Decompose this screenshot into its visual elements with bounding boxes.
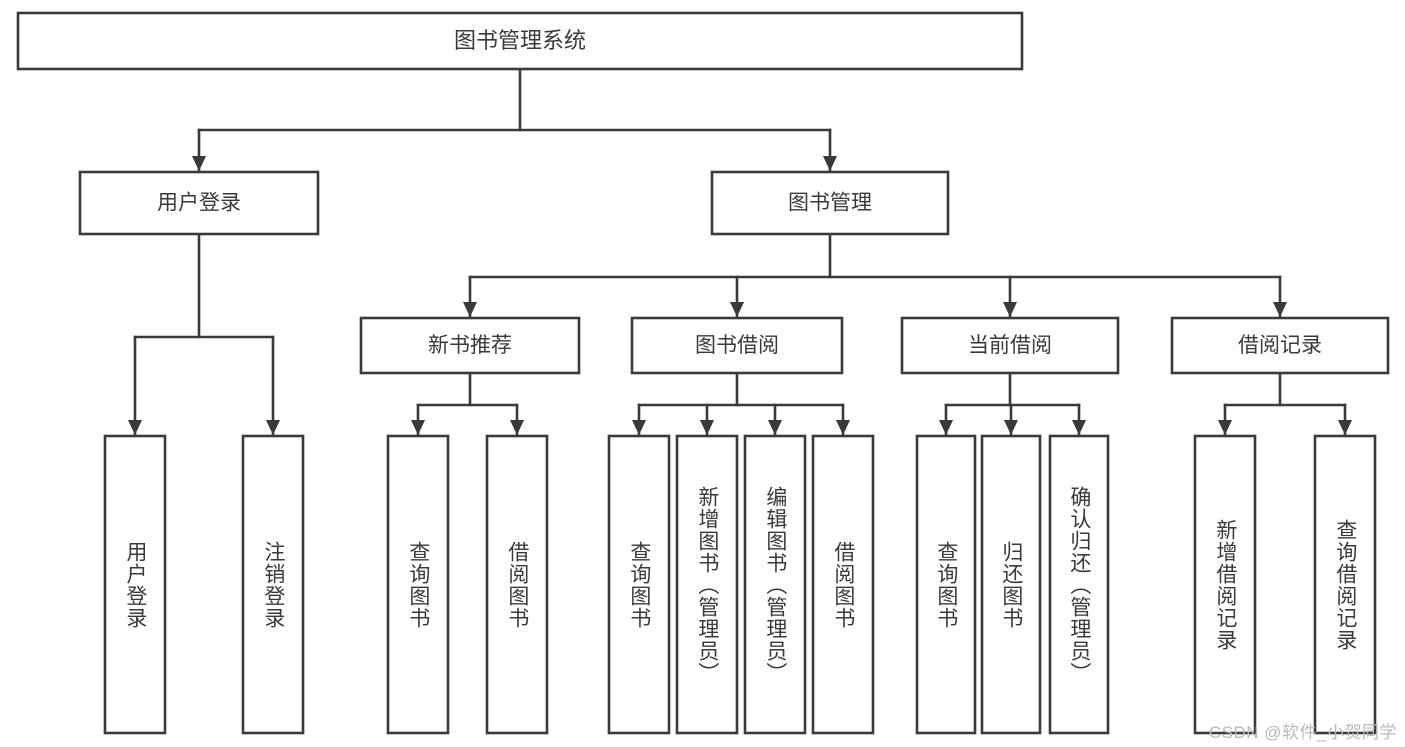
node-book-manage[interactable]: 图书管理: [710, 170, 950, 236]
node-box-leaf-query-book-3: [915, 434, 977, 735]
node-leaf-borrow-book-2[interactable]: [811, 434, 875, 735]
node-leaf-user-logout[interactable]: [241, 434, 305, 735]
node-borrow-record[interactable]: 借阅记录: [1170, 316, 1390, 375]
node-root[interactable]: 图书管理系统: [16, 11, 1024, 71]
node-book-borrow[interactable]: 图书借阅: [630, 316, 844, 375]
node-box-leaf-add-book: [675, 434, 739, 735]
node-leaf-confirm-return[interactable]: [1048, 434, 1110, 735]
node-box-leaf-user-login: [103, 434, 167, 735]
node-box-root: [16, 11, 1024, 71]
arrow-head: [411, 420, 425, 435]
node-box-book-manage: [710, 170, 950, 236]
arrow-head: [730, 302, 744, 317]
node-box-leaf-user-logout: [241, 434, 305, 735]
node-leaf-borrow-book-1[interactable]: [485, 434, 549, 735]
arrow-head: [939, 420, 953, 435]
arrow-head: [700, 420, 714, 435]
node-leaf-query-book-2[interactable]: [607, 434, 671, 735]
node-leaf-return-book[interactable]: [980, 434, 1042, 735]
watermark: CSDN @软件_小贺同学: [1208, 723, 1397, 742]
arrow-head: [1273, 302, 1287, 317]
node-box-leaf-query-book-1: [386, 434, 450, 735]
node-box-leaf-query-record: [1313, 434, 1377, 735]
node-box-leaf-confirm-return: [1048, 434, 1110, 735]
arrow-head: [1003, 302, 1017, 317]
node-box-leaf-query-book-2: [607, 434, 671, 735]
node-label-user-login: 用户登录: [157, 192, 241, 215]
arrow-head: [266, 420, 280, 435]
arrow-head: [128, 420, 142, 435]
node-box-book-borrow: [630, 316, 844, 375]
arrow-head: [192, 156, 206, 171]
arrow-head: [510, 420, 524, 435]
node-box-leaf-borrow-book-1: [485, 434, 549, 735]
node-user-login[interactable]: 用户登录: [78, 170, 320, 236]
node-leaf-add-record[interactable]: [1193, 434, 1257, 735]
node-box-new-book-recommend: [359, 316, 581, 375]
node-leaf-user-login[interactable]: [103, 434, 167, 735]
node-label-book-borrow: 图书借阅: [695, 334, 779, 357]
arrow-head: [1218, 420, 1232, 435]
node-label-root: 图书管理系统: [454, 28, 586, 53]
node-leaf-add-book[interactable]: [675, 434, 739, 735]
node-new-book-recommend[interactable]: 新书推荐: [359, 316, 581, 375]
node-label-current-borrow: 当前借阅: [968, 334, 1052, 357]
connector-layer: [128, 67, 1352, 437]
node-label-book-manage: 图书管理: [788, 192, 872, 215]
node-box-current-borrow: [900, 316, 1120, 375]
node-box-borrow-record: [1170, 316, 1390, 375]
node-box-user-login: [78, 170, 320, 236]
node-leaf-query-book-1[interactable]: [386, 434, 450, 735]
node-box-leaf-return-book: [980, 434, 1042, 735]
node-leaf-edit-book[interactable]: [743, 434, 807, 735]
arrow-head: [1072, 420, 1086, 435]
node-label-borrow-record: 借阅记录: [1238, 334, 1322, 357]
arrow-head: [1338, 420, 1352, 435]
arrow-head: [463, 302, 477, 317]
node-label-new-book-recommend: 新书推荐: [428, 334, 512, 357]
node-box-leaf-add-record: [1193, 434, 1257, 735]
arrow-head: [823, 156, 837, 171]
node-leaf-query-record[interactable]: [1313, 434, 1377, 735]
node-leaf-query-book-3[interactable]: [915, 434, 977, 735]
arrow-head: [632, 420, 646, 435]
arrow-head: [768, 420, 782, 435]
arrow-head: [836, 420, 850, 435]
arrow-head: [1004, 420, 1018, 435]
node-box-leaf-borrow-book-2: [811, 434, 875, 735]
node-current-borrow[interactable]: 当前借阅: [900, 316, 1120, 375]
node-box-leaf-edit-book: [743, 434, 807, 735]
